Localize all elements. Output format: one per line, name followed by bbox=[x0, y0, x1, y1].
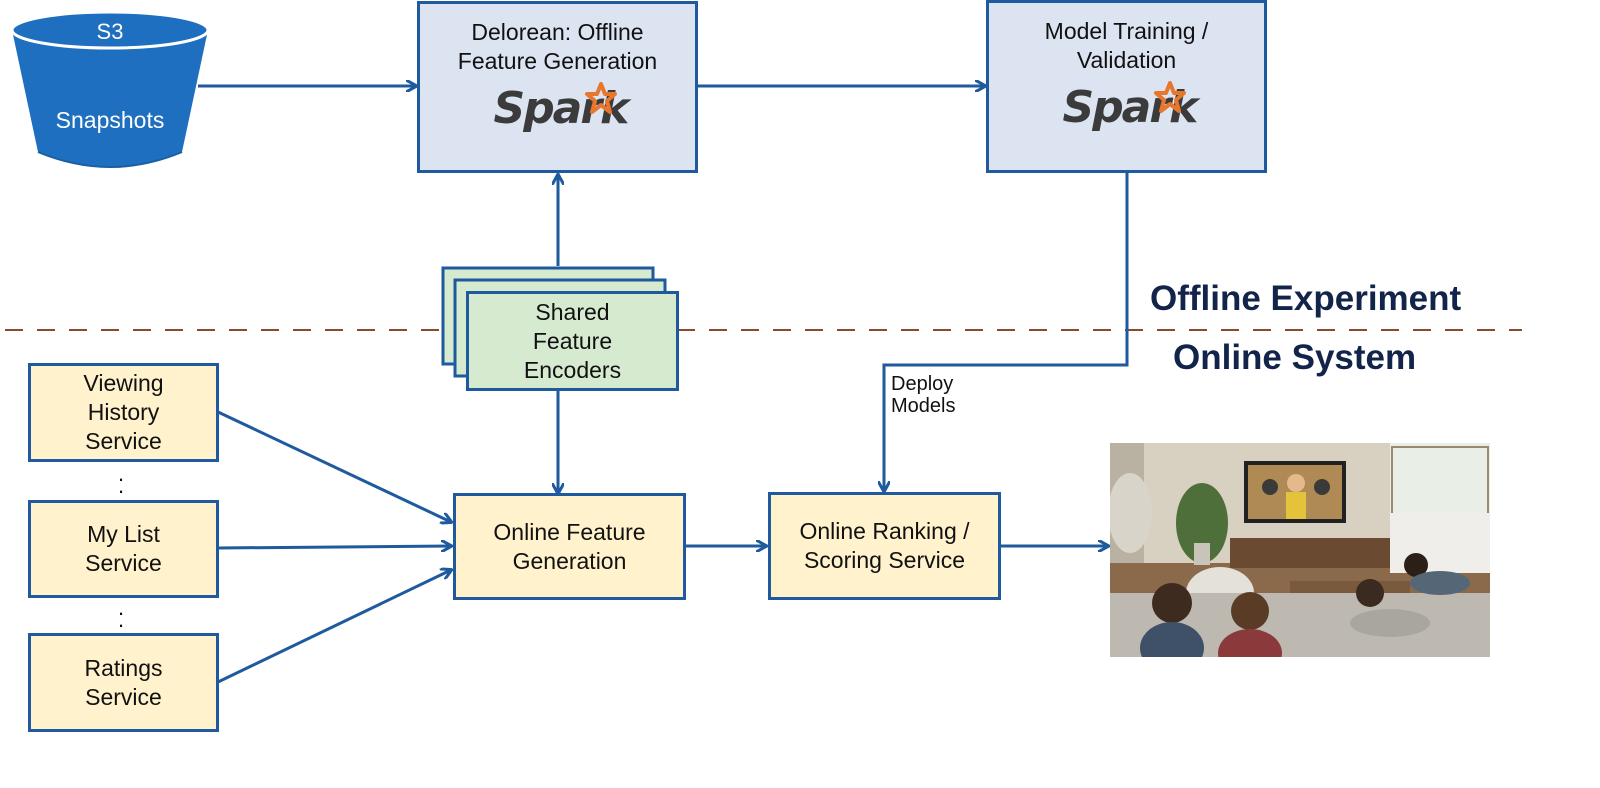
arrow-mylist-to-online-feature bbox=[217, 546, 451, 548]
deploy-models-label: Deploy Models bbox=[891, 373, 955, 417]
training-title-line2: Validation bbox=[1076, 47, 1177, 73]
shared-feature-encoders-box: Shared Feature Encoders bbox=[466, 291, 679, 391]
mylist-line1: My List bbox=[87, 521, 160, 547]
ranking-line1: Online Ranking / bbox=[799, 518, 970, 544]
delorean-title-line2: Feature Generation bbox=[457, 48, 658, 74]
spark-logo: Spark bbox=[1057, 81, 1198, 149]
arrow-viewing-to-online-feature bbox=[217, 410, 451, 522]
spark-logo: Spark bbox=[488, 82, 629, 150]
ratings-service-box: Ratings Service bbox=[28, 633, 219, 732]
online-feature-line2: Generation bbox=[512, 547, 627, 574]
encoders-line1: Shared bbox=[535, 298, 610, 325]
model-training-box: Model Training / Validation Spark bbox=[986, 0, 1267, 173]
viewing-line3: Service bbox=[85, 428, 162, 454]
my-list-service-box: My List Service bbox=[28, 500, 219, 598]
deploy-line1: Deploy bbox=[891, 373, 954, 395]
living-room-illustration bbox=[1110, 443, 1490, 657]
encoders-line3: Encoders bbox=[523, 356, 622, 383]
ratings-line2: Service bbox=[85, 683, 162, 710]
encoders-line2: Feature bbox=[532, 327, 613, 354]
s3-bucket-icon bbox=[10, 10, 210, 168]
arrow-ratings-to-online-feature bbox=[217, 570, 451, 684]
ranking-line2: Scoring Service bbox=[803, 547, 966, 573]
arrow-deploy-models bbox=[884, 172, 1129, 491]
s3-label: S3 bbox=[96, 19, 124, 44]
training-title-line1: Model Training / bbox=[1044, 18, 1209, 44]
viewing-history-service-box: Viewing History Service bbox=[28, 363, 219, 462]
snapshots-label: Snapshots bbox=[55, 107, 165, 133]
delorean-title-line1: Delorean: Offline bbox=[471, 19, 644, 45]
ratings-line1: Ratings bbox=[84, 654, 163, 681]
delorean-box: Delorean: Offline Feature Generation Spa… bbox=[417, 1, 698, 173]
online-feature-line1: Online Feature bbox=[493, 518, 646, 545]
offline-experiment-heading: Offline Experiment bbox=[1150, 279, 1462, 318]
viewing-line2: History bbox=[87, 399, 160, 425]
online-system-heading: Online System bbox=[1173, 338, 1417, 377]
online-feature-generation-box: Online Feature Generation bbox=[453, 493, 686, 600]
ellipsis-dots-upper: . . bbox=[118, 461, 125, 498]
ellipsis-dots-lower: . . bbox=[118, 595, 125, 632]
living-room-photo bbox=[1110, 443, 1490, 657]
online-ranking-box: Online Ranking / Scoring Service bbox=[768, 492, 1001, 600]
deploy-line2: Models bbox=[891, 395, 956, 417]
mylist-line2: Service bbox=[85, 550, 162, 576]
viewing-line1: Viewing bbox=[83, 370, 164, 396]
spark-star-icon bbox=[584, 82, 617, 114]
spark-star-icon bbox=[1153, 81, 1186, 113]
